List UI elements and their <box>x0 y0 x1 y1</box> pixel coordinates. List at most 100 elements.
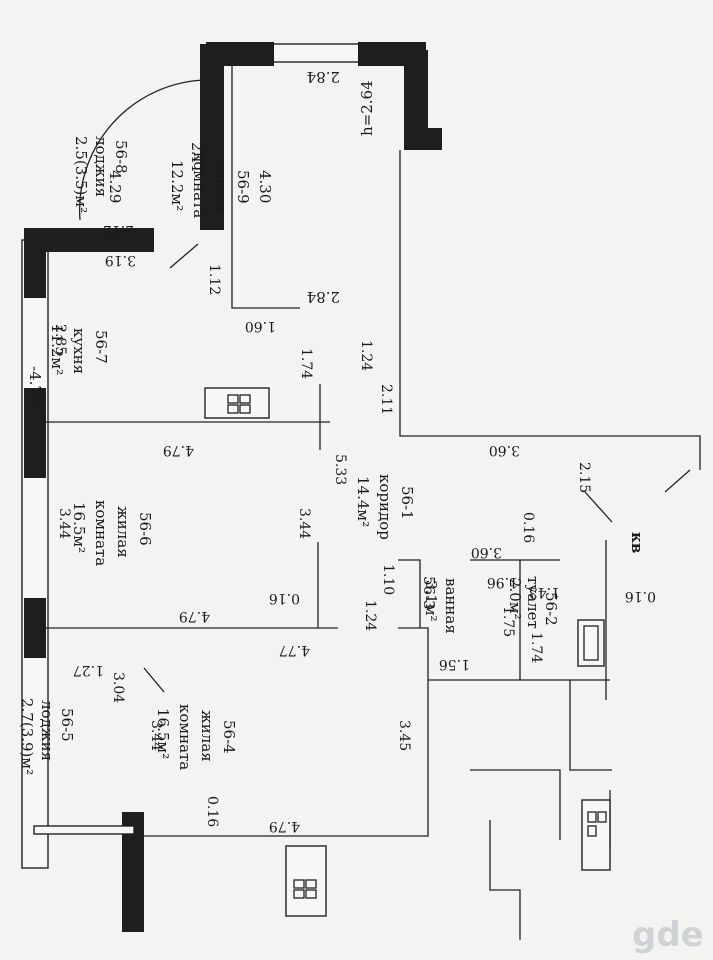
r2-area: 2.0м² <box>506 578 524 620</box>
r8-name: лоджия <box>92 136 110 197</box>
loggia-arc <box>78 79 206 221</box>
r1-d-c: 5.33 <box>332 454 348 485</box>
r9-area: 12.2м² <box>168 160 186 211</box>
window-frame-left <box>21 239 49 869</box>
r3-name: ванная <box>442 578 460 634</box>
room-56-4-label: 56-4 жилая комната 16.5м² <box>154 704 238 770</box>
r3-d-b: 1.96 <box>487 574 518 590</box>
r4-d-top: 4.77 <box>279 642 310 658</box>
r7-d-mid: -4.79- <box>26 366 44 410</box>
outer-wall-bottom <box>122 812 144 932</box>
r2-d-c: 1.74 <box>528 632 544 663</box>
r5-area: 2.7(3.9)м² <box>18 698 36 775</box>
wall-bath <box>398 559 421 628</box>
outer-wall-left-3 <box>24 598 46 658</box>
r6-d-left: 3.44 <box>56 508 72 539</box>
room-56-6-label: 56-6 жилая комната 16.5м² <box>70 500 154 566</box>
r9-d-right: 4.29 <box>106 170 124 203</box>
r6-name: жилая <box>114 506 132 558</box>
r1-d-d: 3.60 <box>489 442 520 458</box>
outer-wall-top <box>24 228 154 252</box>
r3-d-d: 1.56 <box>439 656 470 672</box>
room-56-9-label: 4.30 56-9 жилая комната 12.2м² 4.29 <box>106 152 274 218</box>
outer-wall-left-2 <box>24 388 46 478</box>
room-56-5-label: 56-5 лоджия 2.7(3.9)м² <box>18 698 76 775</box>
loggia-wall <box>200 44 224 230</box>
room-56-3-label: 56-3 <box>420 576 438 610</box>
r1-name: коридор <box>376 474 394 540</box>
stove-lower <box>285 845 327 917</box>
r2-d-d: 0.16 <box>625 588 656 604</box>
r2-id: 56-2 <box>542 592 560 626</box>
r1-id: 56-1 <box>398 486 416 520</box>
r1-d-b: 2.11 <box>378 384 394 415</box>
r9-d-bot: 2.84 <box>307 288 340 306</box>
r6-d-top: 4.79 <box>163 442 194 458</box>
r1-d-a: 1.24 <box>358 340 374 371</box>
r9-d-left: 4.30 <box>256 170 274 203</box>
stove-right <box>581 799 611 871</box>
r7-d-right: 1.74 <box>298 348 314 379</box>
wall-lower-right-2 <box>470 769 561 840</box>
door-r7 <box>169 243 199 269</box>
r3-d-c: 1.75 <box>500 606 516 637</box>
r9-name2: комната <box>190 152 208 218</box>
right-wall-notch <box>404 128 442 150</box>
balcony-rail-bottom <box>33 825 135 835</box>
r6-d-bot: 4.79 <box>179 608 210 624</box>
r4-name: жилая <box>198 710 216 762</box>
r9-name: жилая <box>212 160 230 212</box>
room-56-2-label: 56-2 туалет 2.0м² <box>506 576 560 629</box>
r6-d-right: 3.44 <box>296 508 312 539</box>
r4-d-bot: 4.79 <box>269 818 300 834</box>
r5-name: лоджия <box>38 700 56 761</box>
r4-name2: комната <box>176 704 194 770</box>
r7-id: 56-7 <box>92 330 110 364</box>
room-56-8-label: 56-8 лоджия 2.5(3.5)м² <box>72 136 130 213</box>
r4-d-right: 3.45 <box>396 720 412 751</box>
room-56-7-label: 56-7 кухня 11.2м² -4.79- <box>26 324 110 410</box>
r2-d-a: 0.16 <box>520 512 536 543</box>
r7-d-bot: 1.60 <box>245 318 276 334</box>
door-r5 <box>143 667 165 693</box>
r9-d-top: 2.84 <box>307 68 340 86</box>
door-swing-1 <box>584 491 613 523</box>
r4-id: 56-4 <box>220 720 238 754</box>
r7-name: кухня <box>70 328 88 374</box>
wall-r9-left <box>231 60 300 309</box>
wall-corridor-right <box>399 150 701 470</box>
r3-d-a: 3.60 <box>471 544 502 560</box>
r7-d-left: 2.85 <box>52 324 68 355</box>
r8-d1: 2.11 <box>188 142 204 173</box>
r1-d-e: 1.24 <box>362 600 378 631</box>
r4-d-wall: 0.16 <box>204 796 220 827</box>
r3-area: 3.1м² <box>422 580 440 622</box>
wall-lower-right-1 <box>569 680 612 771</box>
r9-id: 56-9 <box>234 170 252 204</box>
door-swing-2 <box>664 469 691 493</box>
r6-d-wall: 0.16 <box>269 590 300 606</box>
r7-d-top: 3.19 <box>105 252 136 268</box>
stove-kitchen <box>204 387 270 419</box>
room-56-3-text: ванная 3.1м² <box>422 578 460 634</box>
r7-area: 11.2м² <box>48 324 66 375</box>
r3-id: 56-3 <box>420 576 438 610</box>
r9-height: h=2.64 <box>358 80 376 136</box>
r1-d-g: 2.15 <box>576 462 592 493</box>
room-56-1-label: 56-1 коридор 14.4м² <box>354 474 416 540</box>
r6-area: 16.5м² <box>70 502 88 553</box>
r1-area: 14.4м² <box>354 476 372 527</box>
r5-d-b: 3.04 <box>110 672 126 703</box>
sink-toilet <box>577 619 605 667</box>
wall-r4-right <box>144 627 429 837</box>
wall-lower-right-3 <box>489 820 521 940</box>
r4-area: 16.5м² <box>154 708 172 759</box>
r6-id: 56-6 <box>136 512 154 546</box>
outer-wall-left-1 <box>24 240 46 298</box>
r5-id: 56-5 <box>58 708 76 742</box>
r7-d-door: 1.12 <box>206 264 222 295</box>
r5-d-a: 1.27 <box>73 662 104 678</box>
r6-name2: комната <box>92 500 110 566</box>
r8-id: 56-8 <box>112 140 130 174</box>
